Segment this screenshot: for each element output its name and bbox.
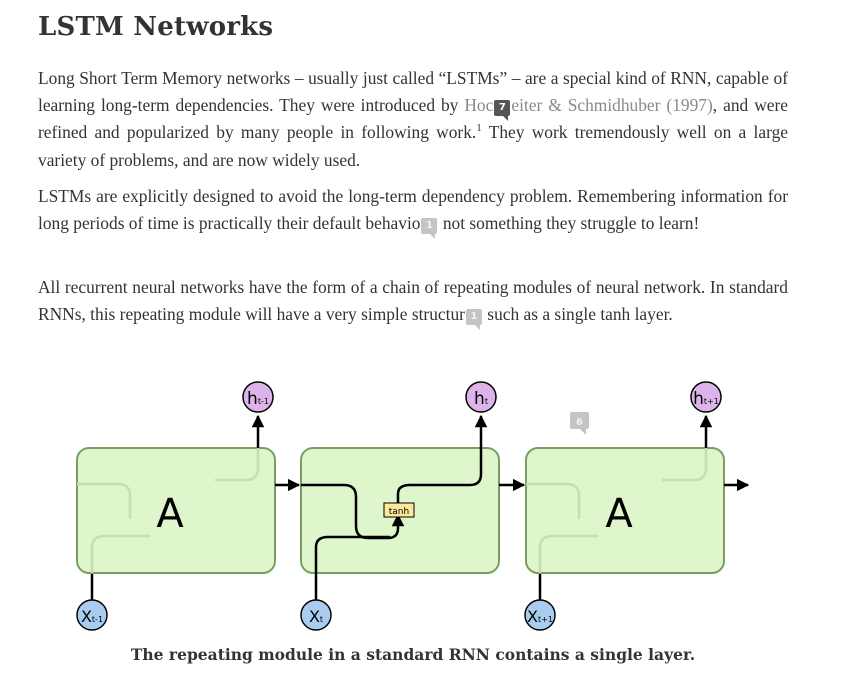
comment-count-badge[interactable]: 1 bbox=[421, 218, 438, 240]
paragraph-text: such as a single tanh layer. bbox=[482, 304, 673, 325]
paragraph-text: not something they struggle to learn! bbox=[438, 213, 700, 234]
page-title: LSTM Networks bbox=[38, 12, 274, 42]
body-paragraph: All recurrent neural networks have the f… bbox=[38, 274, 788, 331]
intro-paragraph: Long Short Term Memory networks – usuall… bbox=[38, 65, 788, 174]
input-node: Xt-1 bbox=[76, 599, 108, 631]
output-label: ht bbox=[474, 389, 488, 409]
input-node: Xt+1 bbox=[524, 599, 556, 631]
input-flow-line bbox=[314, 535, 390, 603]
rnn-chain-diagram: A A tanh Xt-1 Xt Xt+1 ht bbox=[76, 381, 750, 631]
tanh-label: tanh bbox=[389, 507, 409, 517]
input-label: Xt bbox=[309, 607, 323, 626]
figure-caption: The repeating module in a standard RNN c… bbox=[130, 645, 696, 664]
comment-count-badge[interactable]: 6 bbox=[570, 412, 589, 435]
comment-count-badge[interactable]: 7 bbox=[494, 100, 511, 122]
rnn-module: A bbox=[76, 447, 276, 574]
rnn-module: A bbox=[525, 447, 725, 574]
body-paragraph: LSTMs are explicitly designed to avoid t… bbox=[38, 183, 788, 240]
comment-count-badge[interactable]: 1 bbox=[465, 309, 482, 331]
paragraph-text: Long Short Term Memory networks – usuall… bbox=[38, 68, 788, 116]
footnote-link[interactable]: 1 bbox=[476, 121, 482, 134]
output-node: ht+1 bbox=[690, 381, 722, 413]
output-node: ht bbox=[465, 381, 497, 413]
module-label: A bbox=[605, 491, 633, 537]
output-flow-line bbox=[396, 414, 488, 503]
output-node: ht-1 bbox=[242, 381, 274, 413]
tanh-layer: tanh bbox=[383, 502, 415, 518]
paragraph-text: , and were refined and popularized by ma… bbox=[38, 95, 788, 143]
module-label: A bbox=[156, 491, 184, 537]
internal-flow-line bbox=[301, 483, 405, 540]
paragraph-text: LSTMs are explicitly designed to avoid t… bbox=[38, 186, 788, 234]
paragraph-text: All recurrent neural networks have the f… bbox=[38, 277, 788, 325]
svg-text:6: 6 bbox=[576, 417, 583, 428]
input-node: Xt bbox=[300, 599, 332, 631]
paragraph-text: They work tremendously well on a large v… bbox=[38, 122, 788, 170]
